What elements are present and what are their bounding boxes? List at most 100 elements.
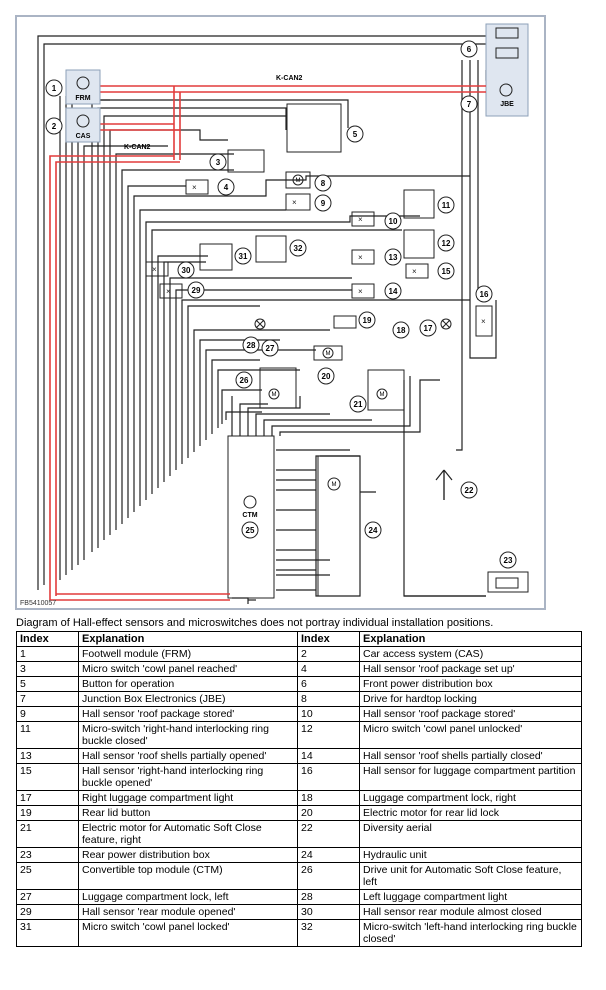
callout-number: 26 (240, 376, 249, 385)
legend-index-cell: 17 (16, 790, 79, 806)
legend-explanation-cell: Car access system (CAS) (359, 646, 582, 662)
legend-index-cell: 11 (16, 721, 79, 749)
legend-explanation-cell: Hall sensor rear module almost closed (359, 904, 582, 920)
callout-number: 24 (369, 526, 378, 535)
callout-7: 7 (460, 95, 478, 113)
callout-16: 16 (475, 285, 493, 303)
callout-number: 12 (442, 239, 451, 248)
legend-explanation-cell: Rear lid button (78, 805, 298, 821)
module-ctm: CTM (242, 495, 258, 519)
svg-text:×: × (358, 253, 363, 262)
legend-explanation-cell: Electric motor for Automatic Soft Close … (78, 820, 298, 848)
callout-number: 1 (52, 84, 57, 93)
callout-4: 4 (217, 178, 235, 196)
callout-19: 19 (358, 311, 376, 329)
callout-number: 29 (192, 286, 201, 295)
legend-index-cell: 10 (297, 706, 360, 722)
legend-index-cell: 32 (297, 919, 360, 947)
callout-number: 5 (353, 130, 358, 139)
legend-explanation-cell: Hall sensor 'roof package set up' (359, 661, 582, 677)
callout-13: 13 (384, 248, 402, 266)
legend-header-index: Index (297, 631, 360, 647)
svg-text:×: × (292, 198, 297, 207)
motor-symbols (268, 174, 388, 491)
module-cas: CAS (65, 107, 101, 143)
legend-index-cell: 4 (297, 661, 360, 677)
callout-number: 15 (442, 267, 451, 276)
legend-explanation-cell: Hall sensor 'roof package stored' (359, 706, 582, 722)
callout-number: 28 (247, 341, 256, 350)
callout-21: 21 (349, 395, 367, 413)
callout-markers: 1234567891011121314151617181920212223242… (45, 40, 517, 569)
svg-text:×: × (481, 317, 486, 326)
legend-index-cell: 23 (16, 847, 79, 863)
legend-explanation-cell: Micro switch 'cowl panel unlocked' (359, 721, 582, 749)
callout-number: 11 (442, 201, 451, 210)
callout-number: 17 (424, 324, 433, 333)
callout-8: 8 (314, 174, 332, 192)
legend-index-cell: 30 (297, 904, 360, 920)
callout-number: 31 (239, 252, 248, 261)
svg-text:×: × (192, 183, 197, 192)
legend-explanation-cell: Luggage compartment lock, left (78, 889, 298, 905)
legend-index-cell: 15 (16, 763, 79, 791)
legend-index-cell: 6 (297, 676, 360, 692)
legend-index-cell: 7 (16, 691, 79, 707)
callout-number: 3 (216, 158, 221, 167)
callout-number: 27 (266, 344, 275, 353)
callout-number: 32 (294, 244, 303, 253)
legend-header-row: Index Explanation Index Explanation (16, 631, 582, 647)
legend-explanation-cell: Convertible top module (CTM) (78, 862, 298, 890)
legend-explanation-cell: Drive unit for Automatic Soft Close feat… (359, 862, 582, 890)
callout-number: 4 (224, 183, 229, 192)
module-frm-label: FRM (75, 95, 90, 102)
motor-label-26: M (272, 392, 277, 398)
module-ctm-label: CTM (242, 512, 257, 519)
callout-23: 23 (499, 551, 517, 569)
legend-explanation-cell: Micro switch 'cowl panel locked' (78, 919, 298, 947)
callout-number: 8 (321, 179, 326, 188)
callout-22: 22 (460, 481, 478, 499)
legend-index-cell: 14 (297, 748, 360, 764)
legend-explanation-cell: Micro-switch 'left-hand interlocking rin… (359, 919, 582, 947)
legend-explanation-cell: Hydraulic unit (359, 847, 582, 863)
legend-index-cell: 19 (16, 805, 79, 821)
wiring-diagram: ××× ××× ××× M M M M M FRM CAS (15, 15, 546, 610)
legend-explanation-cell: Drive for hardtop locking (359, 691, 582, 707)
svg-text:×: × (358, 215, 363, 224)
legend-index-cell: 3 (16, 661, 79, 677)
callout-9: 9 (314, 194, 332, 212)
switch-marks: ××× ××× ××× (152, 183, 486, 326)
callout-3: 3 (209, 153, 227, 171)
legend-index-cell: 2 (297, 646, 360, 662)
callout-24: 24 (364, 521, 382, 539)
callout-20: 20 (317, 367, 335, 385)
legend-explanation-cell: Diversity aerial (359, 820, 582, 848)
component-boxes (145, 23, 529, 599)
bus-label-top: K-CAN2 (276, 75, 303, 82)
legend-index-cell: 27 (16, 889, 79, 905)
svg-text:×: × (152, 265, 157, 274)
callout-31: 31 (234, 247, 252, 265)
motor-label-21: M (380, 392, 385, 398)
callout-number: 25 (246, 526, 255, 535)
callout-number: 20 (322, 372, 331, 381)
callout-2: 2 (45, 117, 63, 135)
callout-10: 10 (384, 212, 402, 230)
legend-explanation-cell: Footwell module (FRM) (78, 646, 298, 662)
legend-explanation-cell: Button for operation (78, 676, 298, 692)
legend-explanation-cell: Hall sensor for luggage compartment part… (359, 763, 582, 791)
motor-label-24: M (332, 482, 337, 488)
motor-labels: M M M M M (272, 178, 385, 488)
legend-index-cell: 29 (16, 904, 79, 920)
legend-header-explanation: Explanation (359, 631, 582, 647)
callout-number: 16 (480, 290, 489, 299)
